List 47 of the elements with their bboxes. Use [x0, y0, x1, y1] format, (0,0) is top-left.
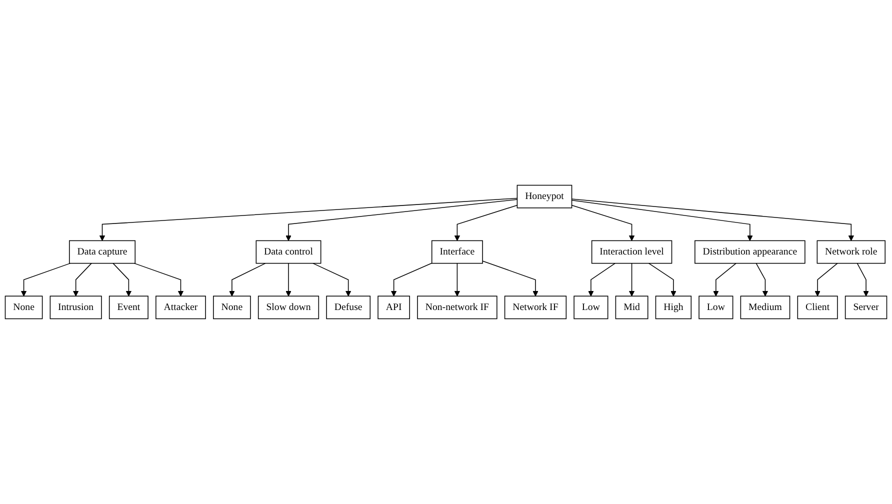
arrow: [571, 204, 635, 241]
arrow: [454, 262, 460, 296]
node-box: Event: [108, 296, 148, 320]
arrow: [856, 262, 869, 296]
node-box: Low: [698, 296, 734, 320]
node-box: Mid: [615, 296, 648, 320]
arrow: [20, 262, 71, 296]
node-box: Intrusion: [50, 296, 102, 320]
node-box: Distribution appearance: [694, 240, 806, 264]
arrow: [112, 262, 132, 296]
arrow: [390, 262, 432, 296]
arrow: [286, 199, 518, 241]
node-box: Honeypot: [516, 184, 572, 208]
arrow: [571, 200, 753, 241]
node-box: Defuse: [326, 296, 371, 320]
node-box: Server: [844, 296, 888, 320]
arrow: [454, 204, 518, 241]
arrow: [756, 262, 768, 296]
node-box: High: [655, 296, 692, 320]
arrow: [99, 198, 518, 241]
node-box: Attacker: [156, 296, 206, 320]
node-box: Slow down: [258, 296, 320, 320]
node-box: Interaction level: [591, 240, 672, 264]
arrow: [286, 262, 292, 296]
arrow: [648, 262, 676, 296]
arrow: [814, 262, 838, 296]
arrow: [628, 262, 635, 296]
node-box: Low: [574, 296, 608, 320]
node-box: Non-network IF: [417, 296, 498, 320]
arrow: [229, 262, 266, 296]
arrow: [713, 262, 736, 296]
arrow: [571, 198, 854, 241]
node-box: Network role: [816, 240, 886, 264]
node-box: Data control: [256, 240, 322, 264]
arrow: [482, 260, 538, 296]
node-box: None: [213, 296, 251, 320]
node-box: Network IF: [504, 296, 567, 320]
arrow: [72, 262, 92, 296]
arrow: [588, 262, 616, 296]
node-box: Data capture: [69, 240, 136, 264]
node-box: Interface: [431, 240, 483, 264]
arrow: [134, 262, 184, 296]
node-box: Medium: [740, 296, 790, 320]
node-box: Client: [797, 296, 838, 320]
node-box: API: [378, 296, 410, 320]
node-box: None: [4, 296, 43, 320]
arrow: [312, 262, 352, 296]
